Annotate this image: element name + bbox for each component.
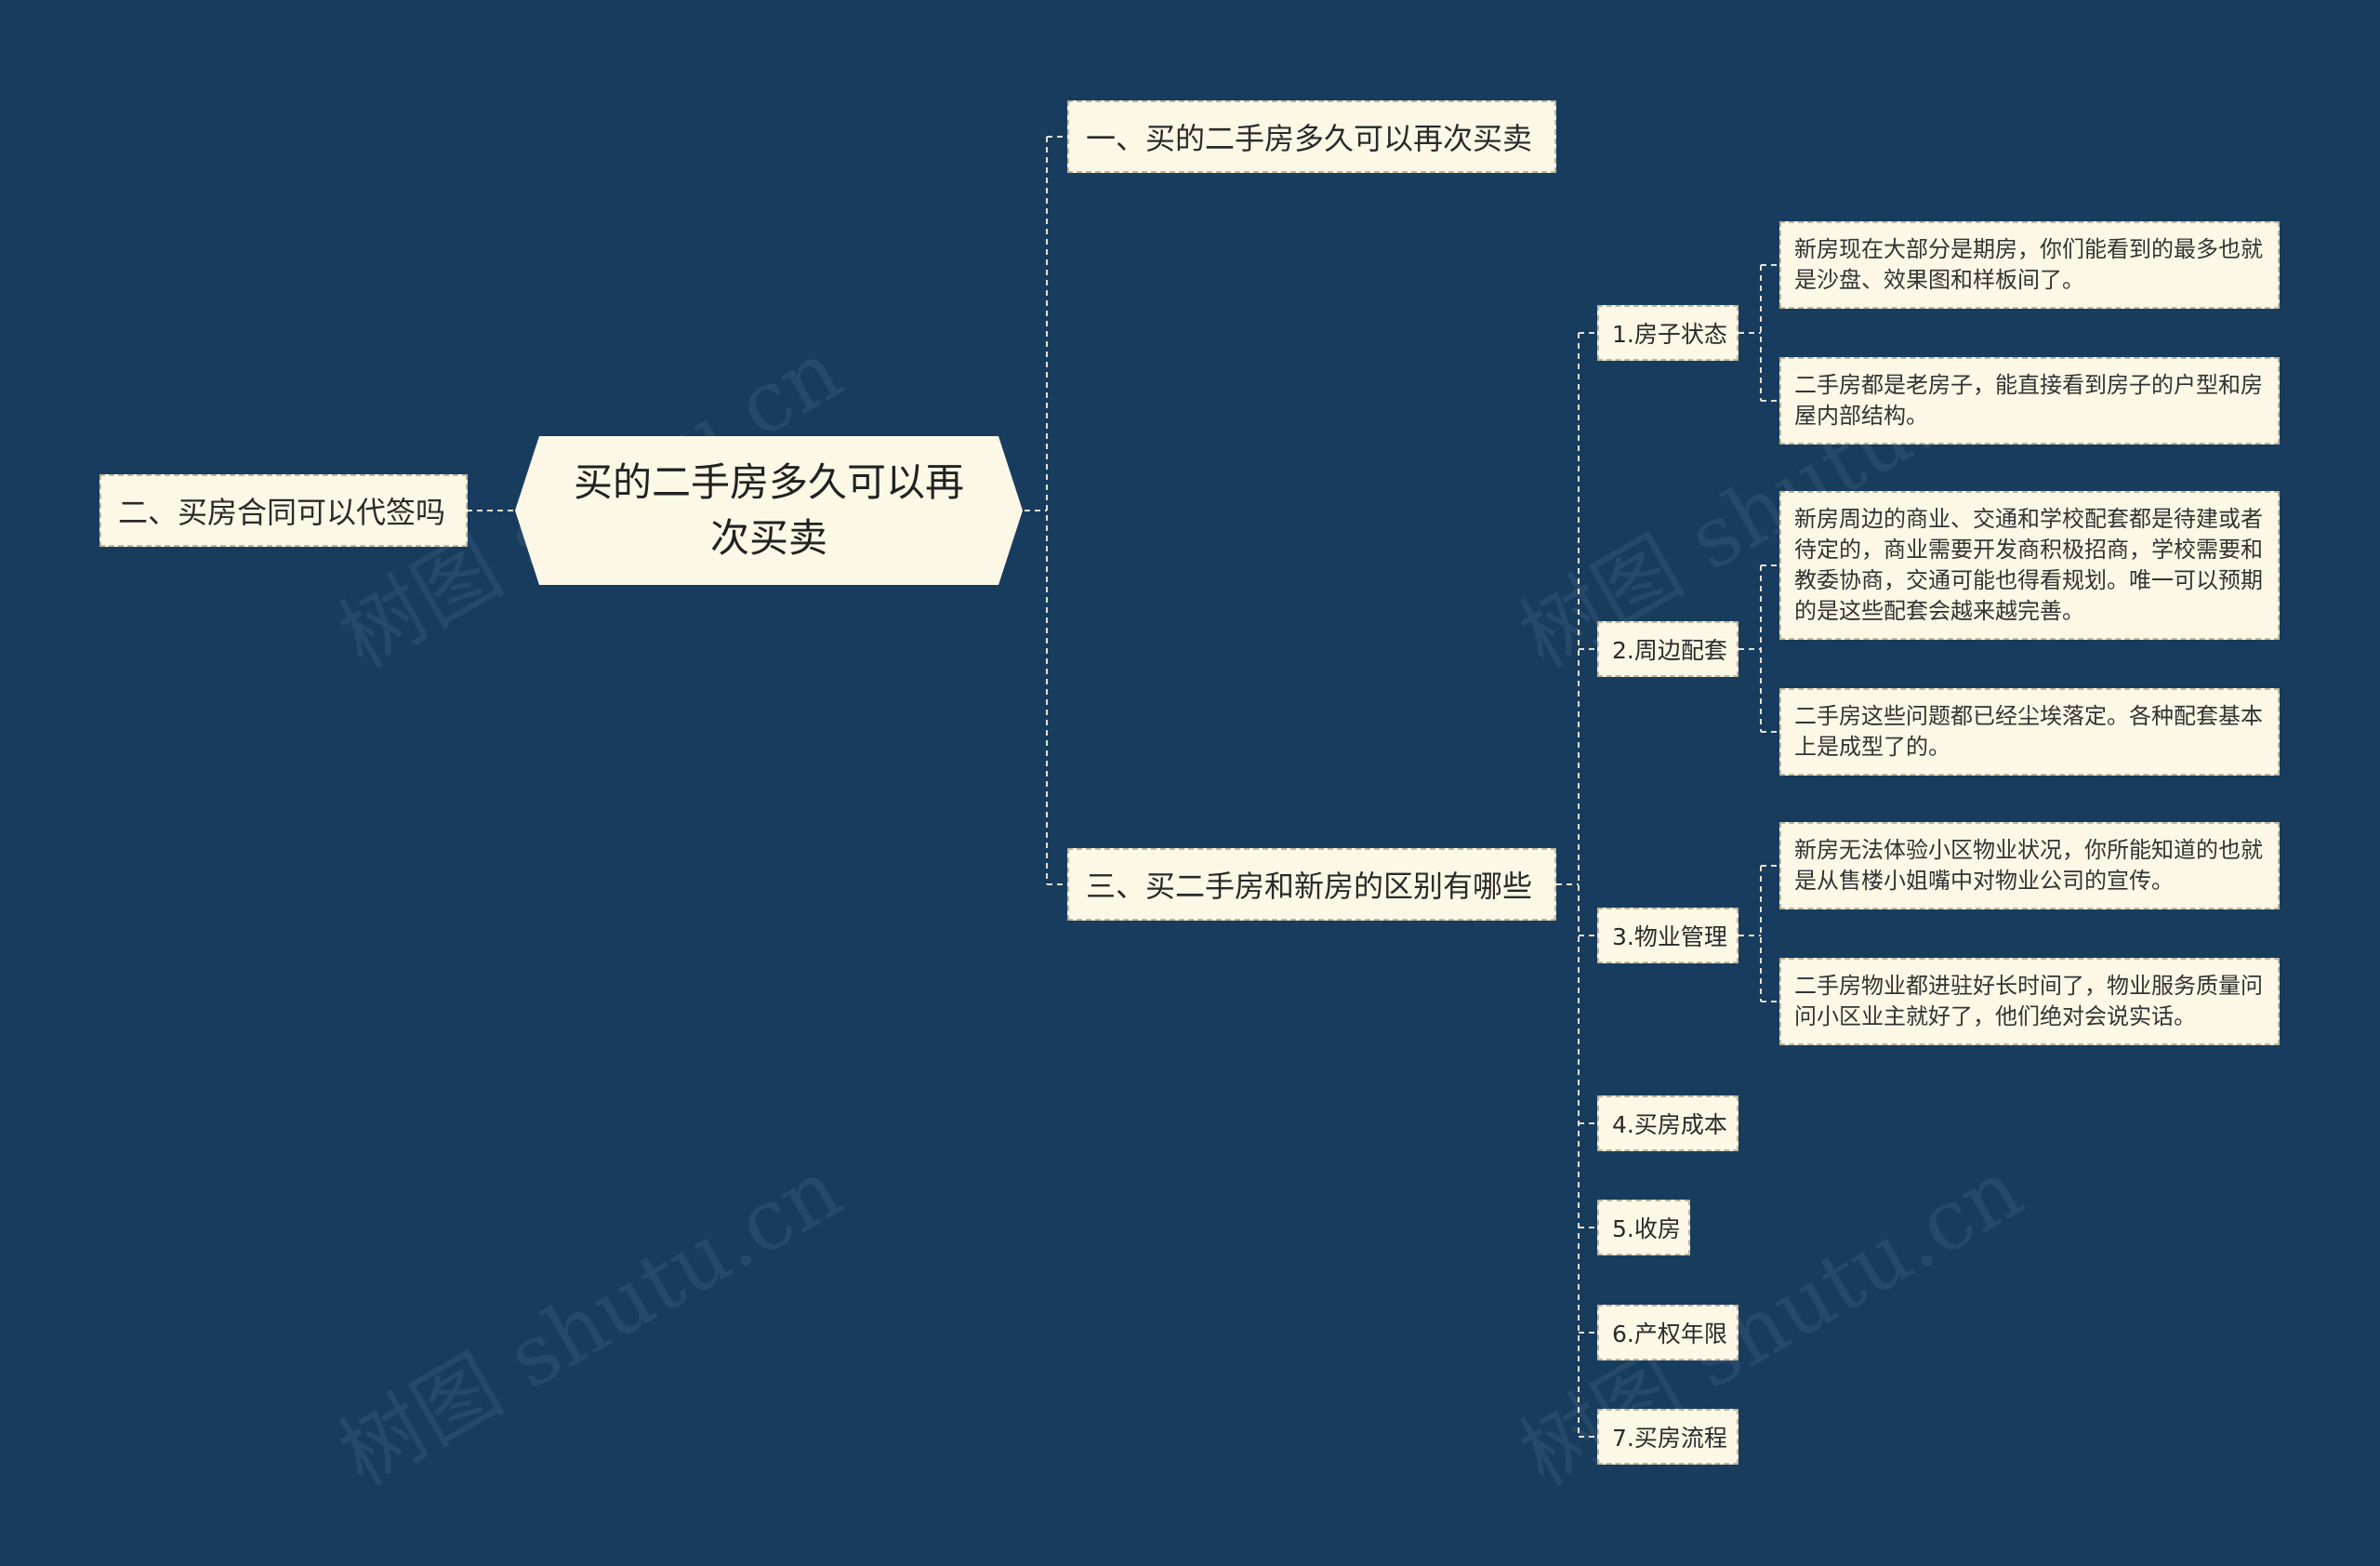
difference-label: 6.产权年限 (1612, 1320, 1727, 1347)
branch-label: 一、买的二手房多久可以再次买卖 (1086, 121, 1533, 156)
difference-label: 5.收房 (1612, 1215, 1681, 1242)
difference-house-status[interactable]: 1.房子状态 (1597, 305, 1739, 361)
difference-label: 2.周边配套 (1612, 637, 1727, 664)
root-topic-label: 买的二手房多久可以再次买卖 (573, 459, 964, 561)
difference-property-term[interactable]: 6.产权年限 (1597, 1305, 1739, 1360)
branch-resell-time[interactable]: 一、买的二手房多久可以再次买卖 (1067, 100, 1556, 173)
detail-text: 新房无法体验小区物业状况，你所能知道的也就是从售楼小姐嘴中对物业公司的宣传。 (1794, 837, 2263, 894)
detail-text: 新房周边的商业、交通和学校配套都是待建或者待定的，商业需要开发商积极招商，学校需… (1794, 506, 2263, 624)
detail-text: 二手房这些问题都已经尘埃落定。各种配套基本上是成型了的。 (1794, 703, 2263, 760)
difference-label: 1.房子状态 (1612, 321, 1727, 348)
detail-text: 二手房物业都进驻好长时间了，物业服务质量问问小区业主就好了，他们绝对会说实话。 (1794, 973, 2263, 1029)
detail-second-hand-status[interactable]: 二手房都是老房子，能直接看到房子的户型和房屋内部结构。 (1779, 357, 2280, 445)
root-shape (515, 436, 1023, 585)
difference-purchase-cost[interactable]: 4.买房成本 (1597, 1095, 1739, 1151)
detail-new-house-management[interactable]: 新房无法体验小区物业状况，你所能知道的也就是从售楼小姐嘴中对物业公司的宣传。 (1779, 822, 2280, 909)
detail-second-hand-management[interactable]: 二手房物业都进驻好长时间了，物业服务质量问问小区业主就好了，他们绝对会说实话。 (1779, 958, 2280, 1045)
difference-handover[interactable]: 5.收房 (1597, 1200, 1690, 1255)
difference-label: 4.买房成本 (1612, 1111, 1727, 1138)
detail-new-house-facilities[interactable]: 新房周边的商业、交通和学校配套都是待建或者待定的，商业需要开发商积极招商，学校需… (1779, 491, 2280, 640)
detail-text: 新房现在大部分是期房，你们能看到的最多也就是沙盘、效果图和样板间了。 (1794, 236, 2263, 293)
root-topic[interactable]: 买的二手房多久可以再次买卖 (513, 434, 1025, 587)
difference-purchase-process[interactable]: 7.买房流程 (1597, 1409, 1739, 1465)
difference-label: 7.买房流程 (1612, 1425, 1727, 1452)
detail-new-house-status[interactable]: 新房现在大部分是期房，你们能看到的最多也就是沙盘、效果图和样板间了。 (1779, 221, 2280, 309)
branch-label: 三、买二手房和新房的区别有哪些 (1086, 869, 1533, 904)
difference-property-management[interactable]: 3.物业管理 (1597, 908, 1739, 963)
detail-second-hand-facilities[interactable]: 二手房这些问题都已经尘埃落定。各种配套基本上是成型了的。 (1779, 688, 2280, 776)
difference-label: 3.物业管理 (1612, 923, 1727, 950)
branch-contract-proxy[interactable]: 二、买房合同可以代签吗 (99, 474, 468, 547)
difference-surrounding-facilities[interactable]: 2.周边配套 (1597, 621, 1739, 677)
detail-text: 二手房都是老房子，能直接看到房子的户型和房屋内部结构。 (1794, 372, 2263, 429)
branch-label: 二、买房合同可以代签吗 (118, 495, 446, 530)
branch-differences[interactable]: 三、买二手房和新房的区别有哪些 (1067, 848, 1556, 921)
